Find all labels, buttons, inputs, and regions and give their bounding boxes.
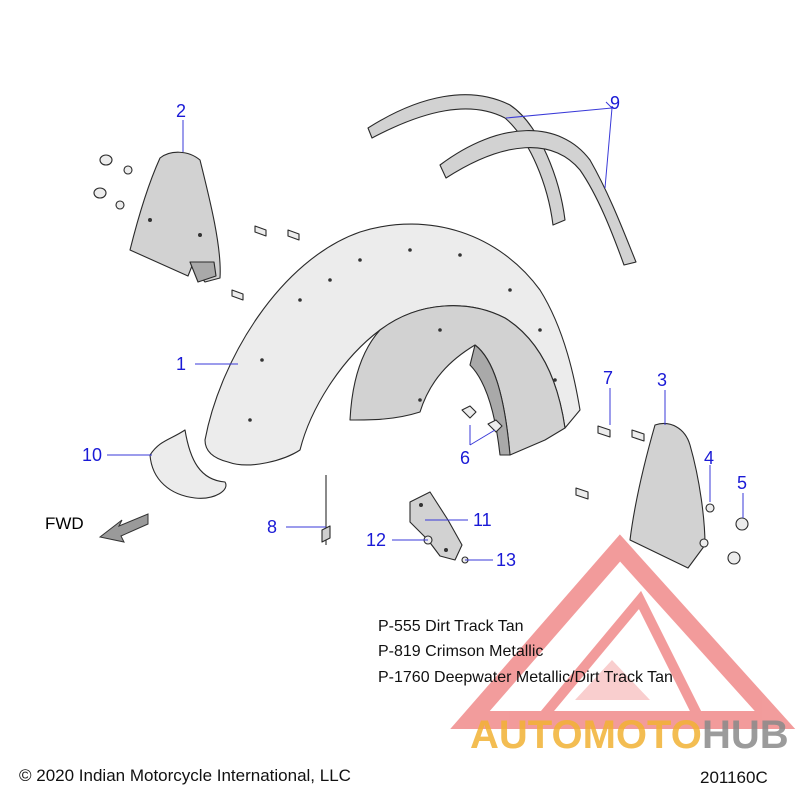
part-6-bolts <box>461 405 503 433</box>
callout-6: 6 <box>460 448 470 468</box>
part-2-cover <box>129 151 221 283</box>
callout-12: 12 <box>366 530 386 550</box>
callout-4: 4 <box>704 448 714 468</box>
watermark-word-automoto: AUTOMOTO <box>470 713 702 757</box>
callout-8: 8 <box>267 517 277 537</box>
watermark-wordmark: AUTOMOTO HUB <box>470 713 789 757</box>
callout-10: 10 <box>82 445 102 465</box>
watermark-word-hub: HUB <box>702 713 789 757</box>
callout-2: 2 <box>176 101 186 121</box>
paint-code-line: P-555 Dirt Track Tan <box>378 618 524 635</box>
callout-11: 11 <box>473 510 492 530</box>
part-3-cover <box>629 423 706 569</box>
part-9-strips <box>367 94 637 266</box>
part-8-rod <box>321 475 331 545</box>
callout-13: 13 <box>496 550 516 570</box>
callout-5: 5 <box>737 473 747 493</box>
part-4-5-hardware <box>699 503 749 565</box>
part-7-bolts <box>575 425 645 500</box>
watermark-logo-icon <box>450 534 796 729</box>
part-11-bracket <box>409 491 463 561</box>
forward-direction-label: FWD <box>45 514 84 533</box>
callout-7: 7 <box>603 368 613 388</box>
part-1-fender <box>204 223 581 466</box>
callout-1: 1 <box>176 354 186 374</box>
callout-3: 3 <box>657 370 667 390</box>
part-10-trim <box>149 429 227 499</box>
paint-code-line: P-819 Crimson Metallic <box>378 643 543 660</box>
hardware-nuts-upper-left <box>93 154 300 301</box>
paint-code-list: P-555 Dirt Track Tan P-819 Crimson Metal… <box>378 618 673 686</box>
callout-numbers: 2 1 3 4 5 6 7 8 9 10 11 12 13 <box>82 93 747 570</box>
copyright-notice: © 2020 Indian Motorcycle International, … <box>19 766 351 785</box>
callout-9: 9 <box>610 93 620 113</box>
callout-leader-lines <box>107 101 744 561</box>
diagram-id: 201160C <box>700 768 768 787</box>
forward-direction-arrow-icon <box>98 513 149 543</box>
paint-code-line: P-1760 Deepwater Metallic/Dirt Track Tan <box>378 669 673 686</box>
